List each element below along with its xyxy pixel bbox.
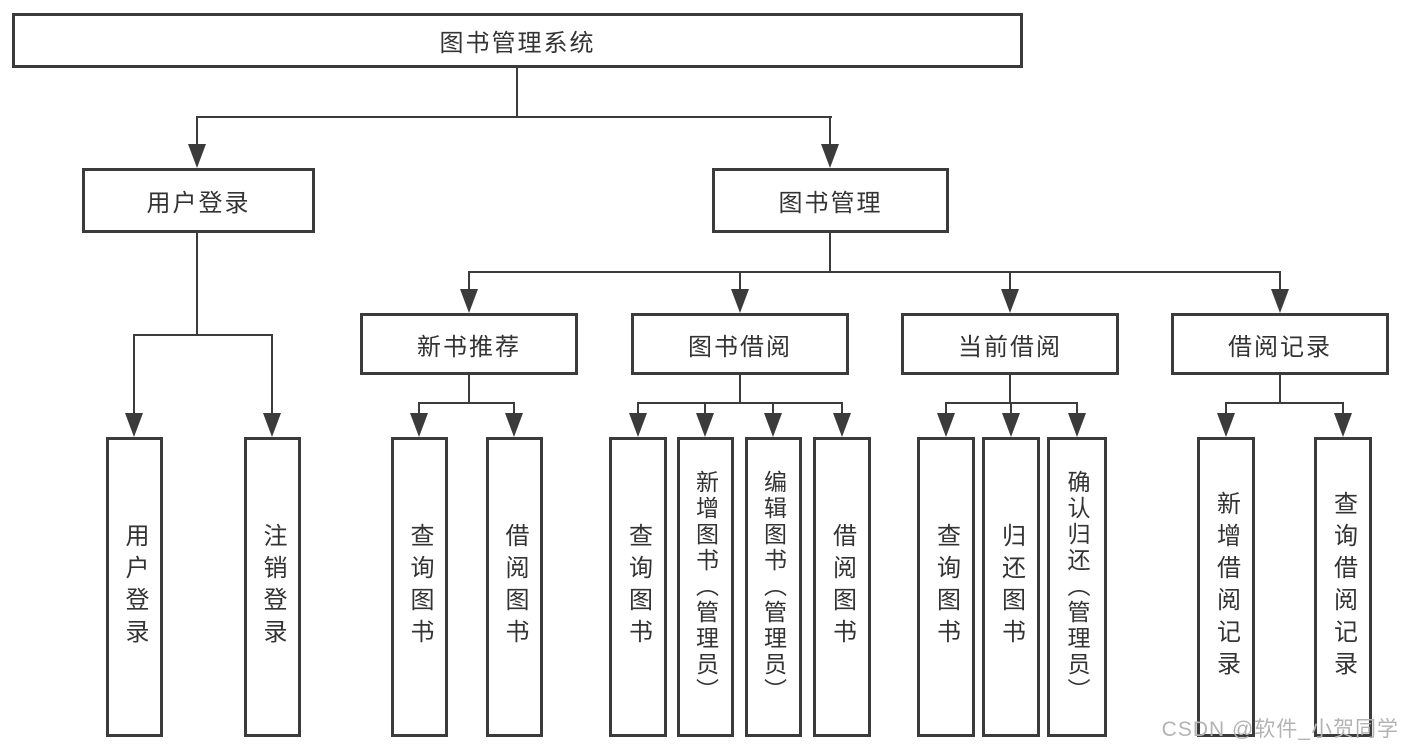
arrow-to-leaf [833, 413, 851, 437]
leaf-borrow-books: 借阅图书 [486, 437, 543, 737]
leaf-confirm-return-admin: 确认归还（管理员） [1047, 437, 1107, 737]
connector-stem-borrow-records [1279, 273, 1281, 293]
leaf-label: 新增借阅记录 [1212, 491, 1240, 683]
connector-stem-book-borrow [739, 273, 741, 293]
leaf-query-books-2: 查询图书 [609, 437, 667, 737]
connector-stem-new-book [468, 273, 470, 293]
connector-level2-branch [468, 271, 1281, 273]
connector-borrow-records-stub [1279, 375, 1281, 404]
node-book-management-label: 图书管理 [778, 190, 883, 217]
connector-stem-current-borrow [1009, 273, 1011, 293]
connector-stem [1342, 403, 1344, 417]
arrow-to-leaf [1334, 413, 1352, 437]
arrow-to-leaf [629, 413, 647, 437]
node-book-borrow-label: 图书借阅 [688, 333, 792, 361]
leaf-label: 编辑图书（管理员） [760, 470, 787, 704]
leaf-label: 新增图书（管理员） [692, 470, 719, 704]
leaf-edit-book-admin: 编辑图书（管理员） [745, 437, 802, 737]
connector-stem [704, 403, 706, 417]
arrow-to-new-book [460, 289, 478, 313]
connector-user-login-stub [196, 233, 198, 336]
leaf-return-book: 归还图书 [982, 437, 1040, 737]
node-user-login-label: 用户登录 [146, 190, 251, 217]
arrow-to-leaf [1217, 413, 1235, 437]
arrow-to-borrow-records [1271, 289, 1289, 313]
connector-stem [418, 403, 420, 417]
leaf-label: 查询图书 [624, 523, 652, 651]
arrow-to-leaf [696, 413, 714, 437]
arrow-to-leaf [1068, 413, 1086, 437]
node-current-borrow: 当前借阅 [901, 313, 1119, 375]
leaf-label: 查询图书 [932, 523, 960, 651]
arrow-to-leaf [410, 413, 428, 437]
connector-level1-branch [196, 116, 832, 118]
csdn-watermark: CSDN @软件_小贺同学 [1161, 718, 1399, 741]
connector-stem [772, 403, 774, 417]
node-new-book-recommend: 新书推荐 [360, 313, 578, 375]
node-borrow-records-label: 借阅记录 [1228, 333, 1332, 361]
connector-stem [637, 403, 639, 417]
connector-new-book-branch [418, 402, 515, 404]
connector-stem-leaf-user-login [133, 335, 135, 415]
node-root: 图书管理系统 [12, 13, 1023, 68]
arrow-to-user-login [188, 144, 206, 168]
arrow-to-book-management [821, 144, 839, 168]
arrow-to-current-borrow [1001, 289, 1019, 313]
connector-stem [1076, 403, 1078, 417]
leaf-add-book-admin: 新增图书（管理员） [677, 437, 734, 737]
leaf-user-login: 用户登录 [106, 437, 163, 737]
leaf-label: 借阅图书 [828, 523, 856, 651]
arrow-to-leaf-user-login [125, 413, 143, 437]
connector-borrow-records-branch [1225, 402, 1344, 404]
arrow-to-leaf [937, 413, 955, 437]
arrow-to-leaf-logout [263, 413, 281, 437]
leaf-label: 归还图书 [997, 523, 1025, 651]
connector-stem [841, 403, 843, 417]
leaf-query-books: 查询图书 [391, 437, 448, 737]
connector-stem [513, 403, 515, 417]
leaf-add-borrow-record: 新增借阅记录 [1197, 437, 1255, 737]
leaf-query-books-3: 查询图书 [917, 437, 975, 737]
node-root-label: 图书管理系统 [439, 30, 596, 57]
leaf-label: 借阅图书 [501, 523, 528, 651]
leaf-query-borrow-record: 查询借阅记录 [1314, 437, 1372, 737]
node-new-book-recommend-label: 新书推荐 [417, 333, 521, 361]
connector-book-management-stub [829, 233, 831, 273]
node-book-borrow: 图书借阅 [631, 313, 849, 375]
connector-root-stub [516, 68, 518, 118]
node-user-login: 用户登录 [82, 168, 315, 233]
connector-new-book-stub [468, 375, 470, 404]
connector-book-borrow-branch [637, 402, 843, 404]
connector-book-borrow-stub [739, 375, 741, 404]
connector-stem-user-login [196, 118, 198, 148]
arrow-to-leaf [764, 413, 782, 437]
leaf-label: 查询图书 [406, 523, 433, 651]
node-borrow-records: 借阅记录 [1171, 313, 1389, 375]
arrow-to-book-borrow [731, 289, 749, 313]
connector-stem [1010, 403, 1012, 417]
leaf-borrow-books-2: 借阅图书 [813, 437, 871, 737]
connector-stem-book-management [829, 118, 831, 148]
node-current-borrow-label: 当前借阅 [958, 333, 1062, 361]
connector-current-borrow-stub [1009, 375, 1011, 404]
connector-user-login-branch [133, 334, 273, 336]
node-book-management: 图书管理 [712, 168, 949, 233]
arrow-to-leaf [505, 413, 523, 437]
leaf-label: 用户登录 [121, 523, 148, 651]
leaf-label: 查询借阅记录 [1329, 491, 1357, 683]
leaf-label: 确认归还（管理员） [1064, 470, 1090, 704]
connector-stem-leaf-logout [271, 335, 273, 415]
leaf-logout: 注销登录 [244, 437, 301, 737]
leaf-label: 注销登录 [259, 523, 286, 651]
connector-stem [945, 403, 947, 417]
connector-stem [1225, 403, 1227, 417]
arrow-to-leaf [1002, 413, 1020, 437]
